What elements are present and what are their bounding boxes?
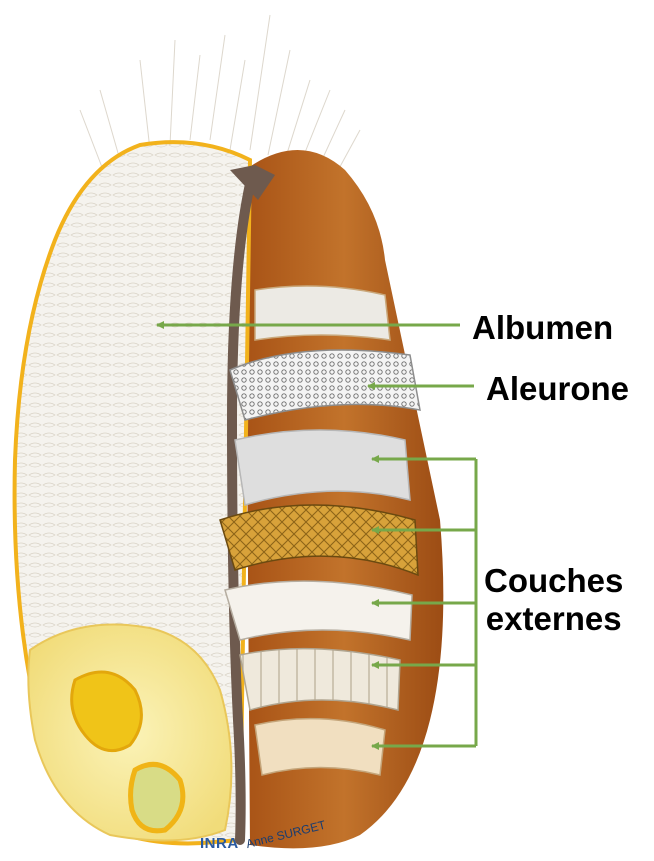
label-aleurone: Aleurone [486,370,629,408]
label-albumen: Albumen [472,309,613,347]
label-outer-layers-line1: Couches [484,562,623,600]
germ-embryo [131,764,183,830]
layer-aleurone-band [255,286,390,340]
label-outer-layers: Couches externes [484,562,623,638]
image-credit: INRA Anne SURGET [200,835,329,852]
inra-logo: INRA [200,835,239,852]
label-outer-layers-line2: externes [484,600,623,638]
layer-outer-epidermis [255,719,385,775]
